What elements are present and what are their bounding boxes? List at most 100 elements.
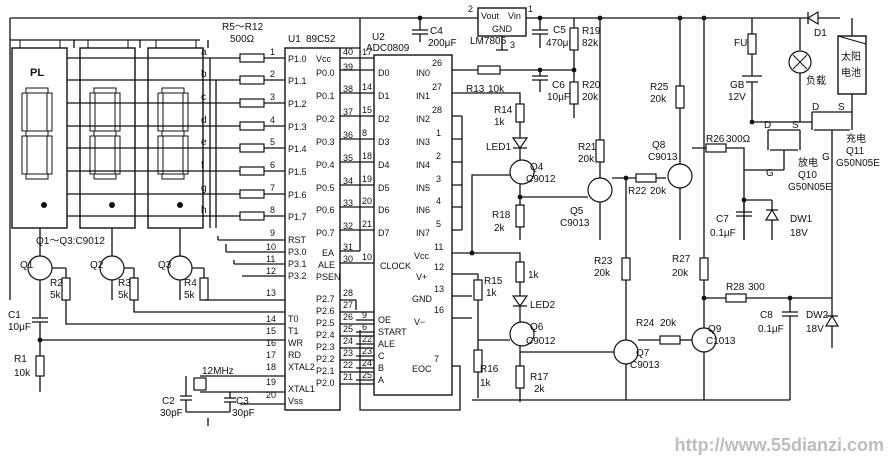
u2-clock: CLOCK <box>380 261 411 271</box>
u2-pin-28: 28 <box>432 105 442 115</box>
r21-resistor <box>595 139 605 163</box>
r19-value: 82k <box>582 38 599 49</box>
q9-ref: Q9 <box>708 324 722 335</box>
q11-s: S <box>838 102 845 113</box>
u1-pin-35-name: P0.4 <box>316 160 335 170</box>
adc-part: ADC0809 <box>366 43 410 54</box>
u1-pin-26: 26 <box>343 312 353 322</box>
u2-pin-16: 16 <box>434 305 444 315</box>
u1-pin-36-name: P0.3 <box>316 137 335 147</box>
q11-mosfet <box>811 111 853 298</box>
reg-pin-3: 3 <box>510 40 515 50</box>
u1-pin-20: 20 <box>266 390 276 400</box>
u2-vplus: V+ <box>416 272 427 282</box>
r26-value: 300Ω <box>726 134 751 145</box>
u1-pin-40: 40 <box>343 47 353 57</box>
u1-pin-39-name: P0.0 <box>316 68 335 78</box>
c3-value: 30pF <box>232 408 255 419</box>
c8-value: 0.1μF <box>758 324 784 335</box>
u2-pin-7: 7 <box>434 354 439 364</box>
u2-pin-6: 6 <box>362 322 367 332</box>
q7-part: C9013 <box>630 360 660 371</box>
u1-pin-27: 27 <box>343 300 353 310</box>
u2-d0: D0 <box>378 68 390 78</box>
r1-resistor <box>35 355 45 377</box>
u2-pin-4: 4 <box>436 196 441 206</box>
r15-resistor <box>473 279 483 301</box>
regulator-7805 <box>477 7 527 37</box>
r4-resistor <box>199 277 209 301</box>
q5-part: C9013 <box>560 218 590 229</box>
q11-g: G <box>822 152 830 163</box>
u1-pin-8-name: P1.7 <box>288 212 307 222</box>
c8-ref: C8 <box>760 310 773 321</box>
r18-ref: R18 <box>492 210 511 221</box>
r2-value: 5k <box>50 290 62 301</box>
r2-resistor <box>61 277 71 301</box>
q11-charge: 充电 <box>846 132 866 145</box>
u2-pin-3: 3 <box>436 174 441 184</box>
u1-pin-22: 22 <box>343 360 353 370</box>
mcu-ref: U1 <box>288 34 301 45</box>
adc-u2 <box>373 54 453 396</box>
u2-in4: IN4 <box>416 160 430 170</box>
led2 <box>511 295 529 308</box>
solar-panel <box>837 35 867 95</box>
seg-a: a <box>201 47 207 58</box>
u1-pin-23: 23 <box>343 348 353 358</box>
segment-bus <box>67 57 240 228</box>
r24-resistor <box>659 335 681 345</box>
q10-g: G <box>766 168 774 179</box>
r25-resistor <box>675 85 685 109</box>
c1-value: 10μF <box>8 322 31 333</box>
r16-ref: R16 <box>480 364 499 375</box>
r21-value: 20k <box>578 154 595 165</box>
r3-ref: R3 <box>118 278 131 289</box>
c5-value: 470μF <box>546 38 575 49</box>
u1-pin-31-name: EA <box>322 248 334 258</box>
u2-oe: OE <box>378 315 391 325</box>
c7-value: 0.1μF <box>710 228 736 239</box>
display-digit-2 <box>79 47 136 229</box>
u1-pin-30-name: ALE <box>318 260 335 270</box>
u1-pin-17-name: RD <box>288 350 301 360</box>
u1-pin-18: 18 <box>266 362 276 372</box>
q8-transistor <box>667 163 693 189</box>
u1-pin-34: 34 <box>343 176 353 186</box>
r20-resistor <box>569 81 579 105</box>
u2-d4: D4 <box>378 160 390 170</box>
u2-in3: IN3 <box>416 137 430 147</box>
u2-in7: IN7 <box>416 228 430 238</box>
reg-gnd: GND <box>492 24 513 34</box>
xtal-value: 12MHz <box>202 366 234 377</box>
u2-pin-15: 15 <box>362 105 372 115</box>
u2-pin-13: 13 <box>434 284 444 294</box>
gb-ref: GB <box>730 80 745 91</box>
u2-pin-10: 10 <box>362 252 372 262</box>
u2-eoc: EOC <box>412 364 432 374</box>
u1-pin-2-name: P1.1 <box>288 76 307 86</box>
u1-pin-9: 9 <box>270 228 275 238</box>
u1-pin-12-name: P3.2 <box>288 271 307 281</box>
q11-d: D <box>812 102 819 113</box>
led1 <box>511 137 529 150</box>
u2-pin-26: 26 <box>432 58 442 68</box>
c4-ref: C4 <box>430 26 443 37</box>
mcu-part: 89C52 <box>306 34 336 45</box>
u2-pin-18: 18 <box>362 151 372 161</box>
u1-pin-15-name: T1 <box>288 326 299 336</box>
u1-pin-36: 36 <box>343 130 353 140</box>
seg-d: d <box>201 115 207 126</box>
u2-pin-19: 19 <box>362 174 372 184</box>
u1-pin-7-name: P1.6 <box>288 190 307 200</box>
u2-start: START <box>378 327 407 337</box>
u1-pin-19: 19 <box>266 377 276 387</box>
u1-pin-2: 2 <box>270 69 275 79</box>
q3-transistor <box>167 255 193 281</box>
r19-ref: R19 <box>582 26 601 37</box>
r14-value: 1k <box>494 117 506 128</box>
u2-pin-9: 9 <box>362 310 367 320</box>
reg-vout: Vout <box>481 11 500 21</box>
u2-gnd: GND <box>412 294 433 304</box>
u1-pin-21-name: P2.0 <box>316 378 335 388</box>
